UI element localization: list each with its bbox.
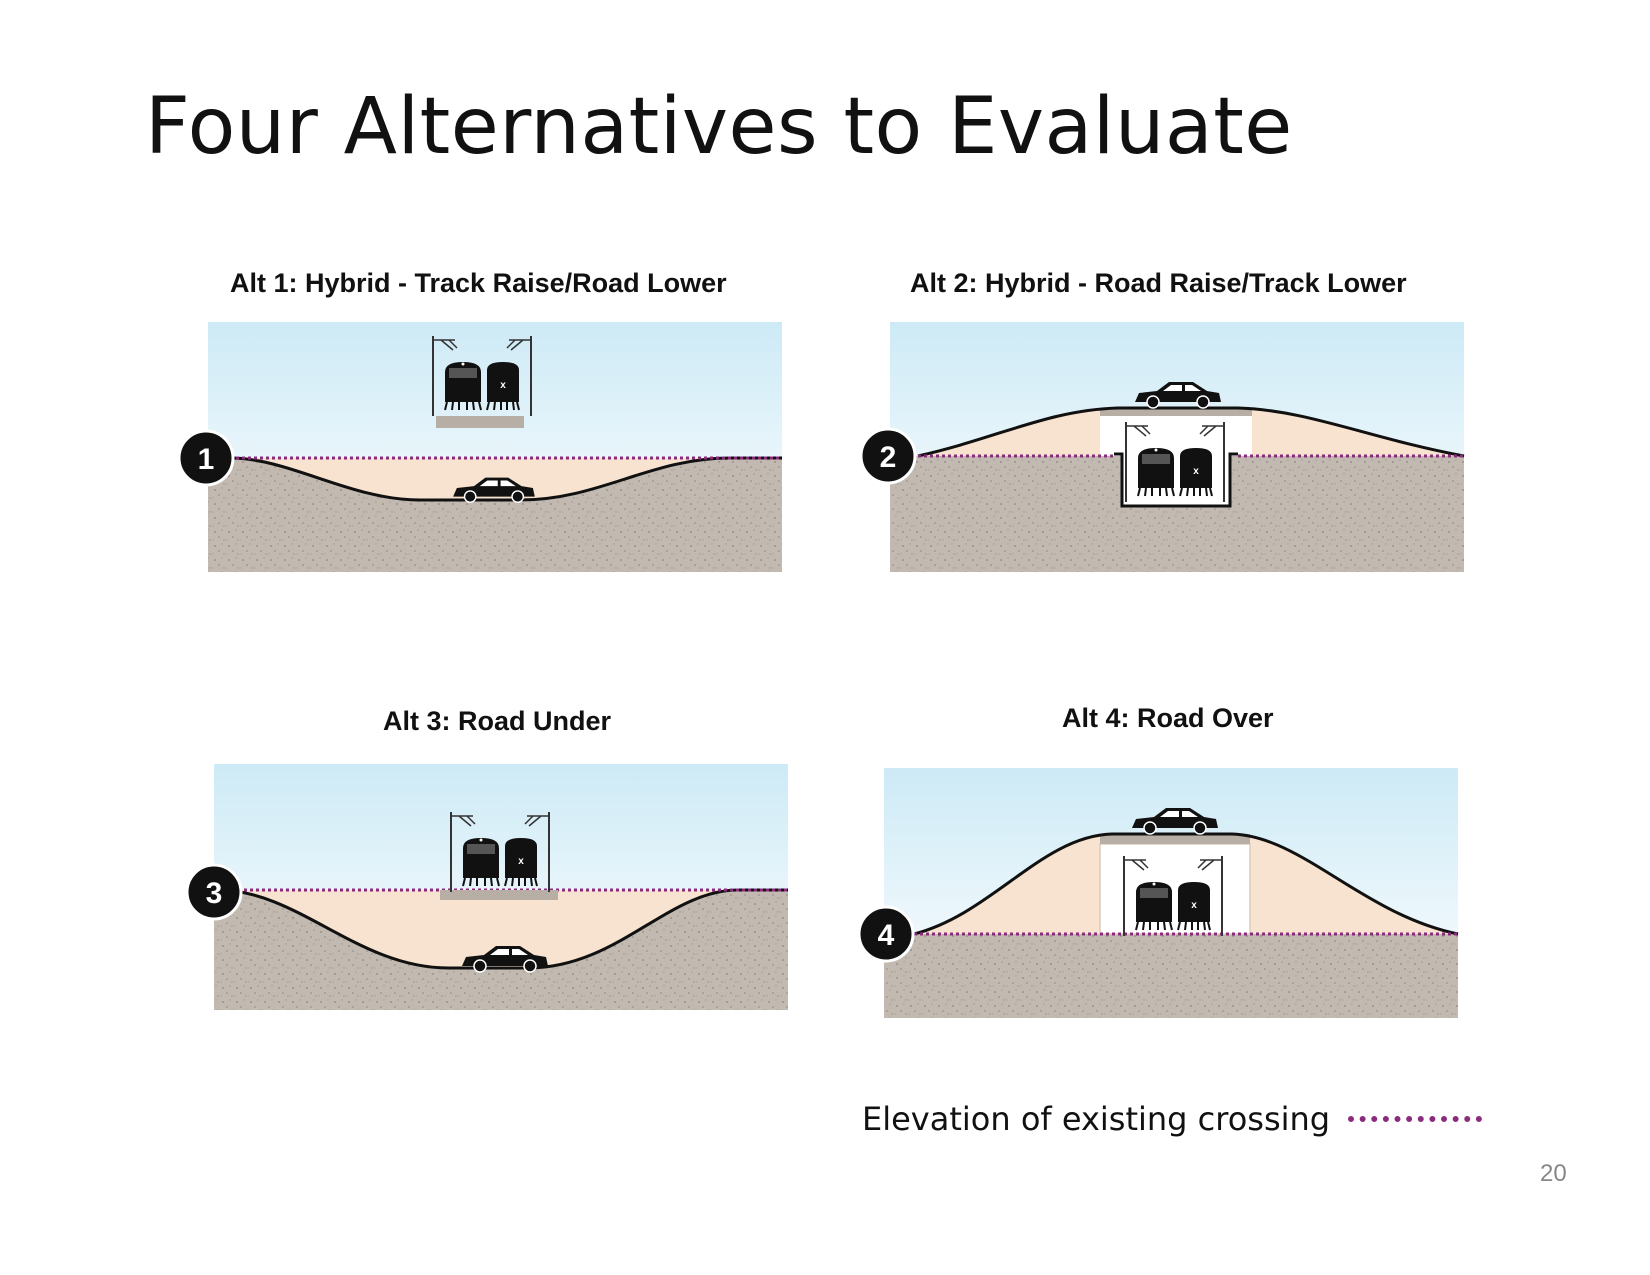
legend: Elevation of existing crossing [862, 1100, 1483, 1138]
svg-text:1: 1 [198, 443, 215, 476]
alt-4-label: Alt 4: Road Over [1062, 703, 1274, 733]
alt-3-label: Alt 3: Road Under [383, 706, 612, 736]
alt-4-badge: 4 [857, 905, 915, 963]
svg-text:3: 3 [206, 877, 223, 910]
svg-text:2: 2 [880, 441, 897, 474]
alt-1-badge: 1 [177, 429, 235, 487]
alt-1-label: Alt 1: Hybrid - Track Raise/Road Lower [230, 268, 727, 298]
alt-3-badge: 3 [185, 863, 243, 921]
legend-label: Elevation of existing crossing [862, 1100, 1331, 1138]
alt-2-label: Alt 2: Hybrid - Road Raise/Track Lower [910, 268, 1407, 298]
alt-2-diagram: 2 [859, 322, 1465, 572]
slide-title: Four Alternatives to Evaluate [145, 82, 1293, 172]
alt-4-diagram: 4 [857, 768, 1459, 1018]
alt-3-diagram: 3 [185, 764, 788, 1010]
page-number: 20 [1540, 1160, 1567, 1187]
svg-text:4: 4 [878, 919, 895, 952]
alt-2-badge: 2 [859, 427, 917, 485]
legend-dotted-line [1348, 1116, 1483, 1122]
alt-1-diagram: 1 [177, 322, 782, 572]
